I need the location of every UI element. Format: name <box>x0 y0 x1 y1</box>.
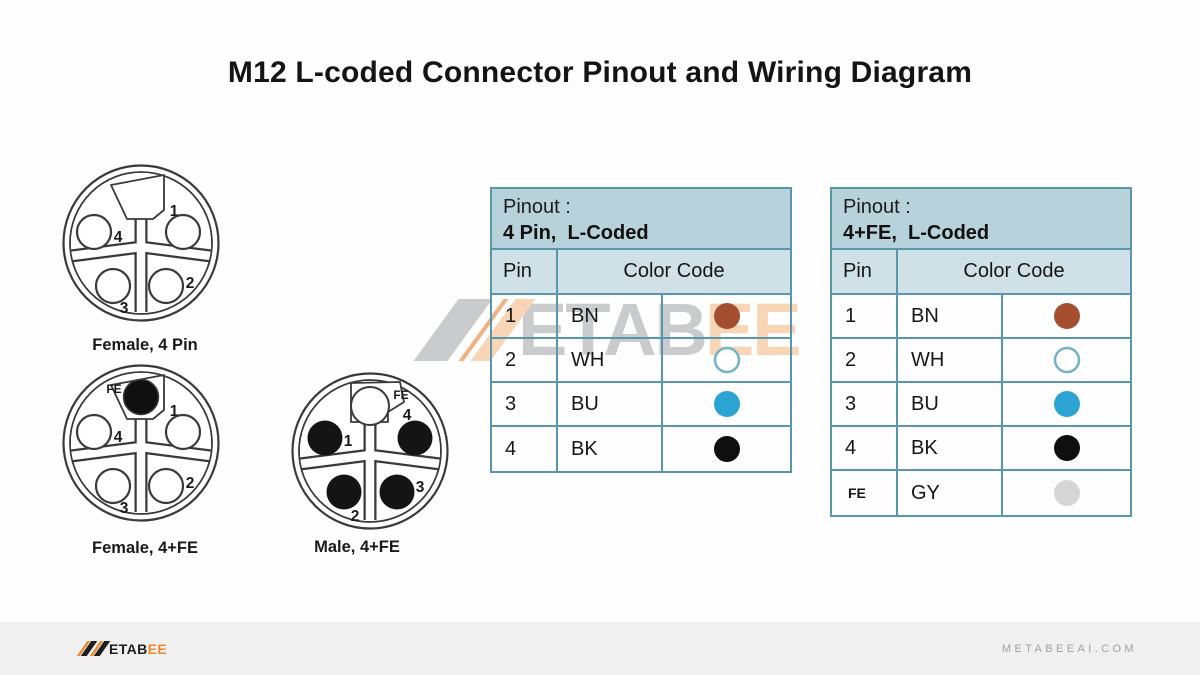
pin-contact-4 <box>397 420 433 456</box>
table-row: 4 BK <box>832 427 1130 471</box>
pin-contact-1 <box>307 420 343 456</box>
column-header-color-code: Color Code <box>963 260 1065 282</box>
color-code: WH <box>558 339 663 381</box>
fe-label: FE <box>393 388 408 402</box>
color-code: GY <box>898 471 1003 515</box>
connector-diagram-female-4pin: 4 1 2 3 <box>62 164 220 322</box>
pin-hole-3 <box>94 267 132 305</box>
pin-label: 4 <box>114 429 123 446</box>
pin-label: 2 <box>186 275 195 292</box>
connector-diagram-female-4fe: FE 4 1 2 3 <box>62 364 220 522</box>
logo-text: ETAB <box>109 640 148 657</box>
table-row: 2 WH <box>492 339 790 383</box>
pin-hole-3 <box>94 467 132 505</box>
pin-number: 3 <box>832 383 898 425</box>
pin-label: 4 <box>114 229 123 246</box>
website-url: METABEEAI.COM <box>1001 642 1137 655</box>
color-code: BN <box>898 295 1003 337</box>
table-row: 4 BK <box>492 427 790 471</box>
table-column-headers: Pin Color Code <box>492 250 790 295</box>
wire-color-dot <box>713 303 740 329</box>
pin-hole-1 <box>164 413 202 451</box>
table-row: 3 BU <box>492 383 790 427</box>
table-title-line2: 4+FE, L-Coded <box>843 222 990 244</box>
pin-number: 2 <box>492 339 558 381</box>
pin-hole-2 <box>147 467 185 505</box>
column-header-color-code: Color Code <box>623 260 725 282</box>
table-title-line1: Pinout : <box>503 196 571 218</box>
pin-label: 1 <box>344 433 353 450</box>
pin-number: 3 <box>492 383 558 425</box>
color-code: BN <box>558 295 663 337</box>
logo-text-accent: EE <box>147 640 168 657</box>
column-header-pin: Pin <box>832 250 898 293</box>
fe-pin-filled <box>122 378 160 416</box>
connector-diagram-male-4fe: FE 1 4 2 3 <box>291 372 449 530</box>
pinout-table-4pin: Pinout : 4 Pin, L-Coded Pin Color Code 1… <box>490 187 792 473</box>
pinout-table-4fe: Pinout : 4+FE, L-Coded Pin Color Code 1 … <box>830 187 1132 517</box>
pin-number: 1 <box>492 295 558 337</box>
color-code: BU <box>558 383 663 425</box>
wire-color-dot <box>1053 391 1080 417</box>
color-code: BK <box>898 427 1003 469</box>
pin-hole-4 <box>75 413 113 451</box>
color-code: BU <box>898 383 1003 425</box>
pin-number: FE <box>832 471 898 515</box>
fe-pin-hole <box>350 386 390 426</box>
watermark-text: ETAB <box>518 288 708 371</box>
table-title-line2: 4 Pin, L-Coded <box>503 222 649 244</box>
table-column-headers: Pin Color Code <box>832 250 1130 295</box>
pin-contact-2 <box>326 474 362 510</box>
pin-hole-2 <box>147 267 185 305</box>
pin-number: 4 <box>492 427 558 471</box>
pin-label: 4 <box>403 407 412 424</box>
table-row: 3 BU <box>832 383 1130 427</box>
pin-number: 2 <box>832 339 898 381</box>
column-header-pin: Pin <box>492 250 558 293</box>
pin-number: 1 <box>832 295 898 337</box>
page-title: M12 L-coded Connector Pinout and Wiring … <box>227 56 973 89</box>
table-header: Pinout : 4+FE, L-Coded <box>832 189 1130 250</box>
pin-hole-4 <box>75 213 113 251</box>
pin-number: 4 <box>832 427 898 469</box>
wire-color-dot <box>1053 346 1080 374</box>
table-row: 1 BN <box>492 295 790 339</box>
pin-contact-3 <box>379 474 415 510</box>
table-row: 2 WH <box>832 339 1130 383</box>
wire-color-dot <box>713 391 740 417</box>
fe-label: FE <box>106 382 121 396</box>
table-title-line1: Pinout : <box>843 196 911 218</box>
pin-hole-1 <box>164 213 202 251</box>
connector-caption-female-4pin: Female, 4 Pin <box>92 336 198 354</box>
wire-color-dot <box>1053 435 1080 461</box>
pin-label: 1 <box>170 403 179 420</box>
pin-label: 2 <box>186 475 195 492</box>
table-row: FE GY <box>832 471 1130 515</box>
pin-label: 2 <box>351 508 360 525</box>
wire-color-dot <box>1053 303 1080 329</box>
wire-color-dot <box>713 436 740 462</box>
connector-caption-female-4fe: Female, 4+FE <box>92 539 198 557</box>
wire-color-dot <box>1053 480 1080 506</box>
logo-slash-icon <box>89 641 110 656</box>
color-code: BK <box>558 427 663 471</box>
pin-label: 3 <box>120 300 129 317</box>
pin-label: 3 <box>120 500 129 517</box>
keyway-notch <box>110 174 165 220</box>
wire-color-dot <box>713 346 740 374</box>
pin-label: 1 <box>170 203 179 220</box>
color-code: WH <box>898 339 1003 381</box>
connector-caption-male-4fe: Male, 4+FE <box>314 538 400 556</box>
table-row: 1 BN <box>832 295 1130 339</box>
pin-label: 3 <box>416 479 425 496</box>
table-header: Pinout : 4 Pin, L-Coded <box>492 189 790 250</box>
